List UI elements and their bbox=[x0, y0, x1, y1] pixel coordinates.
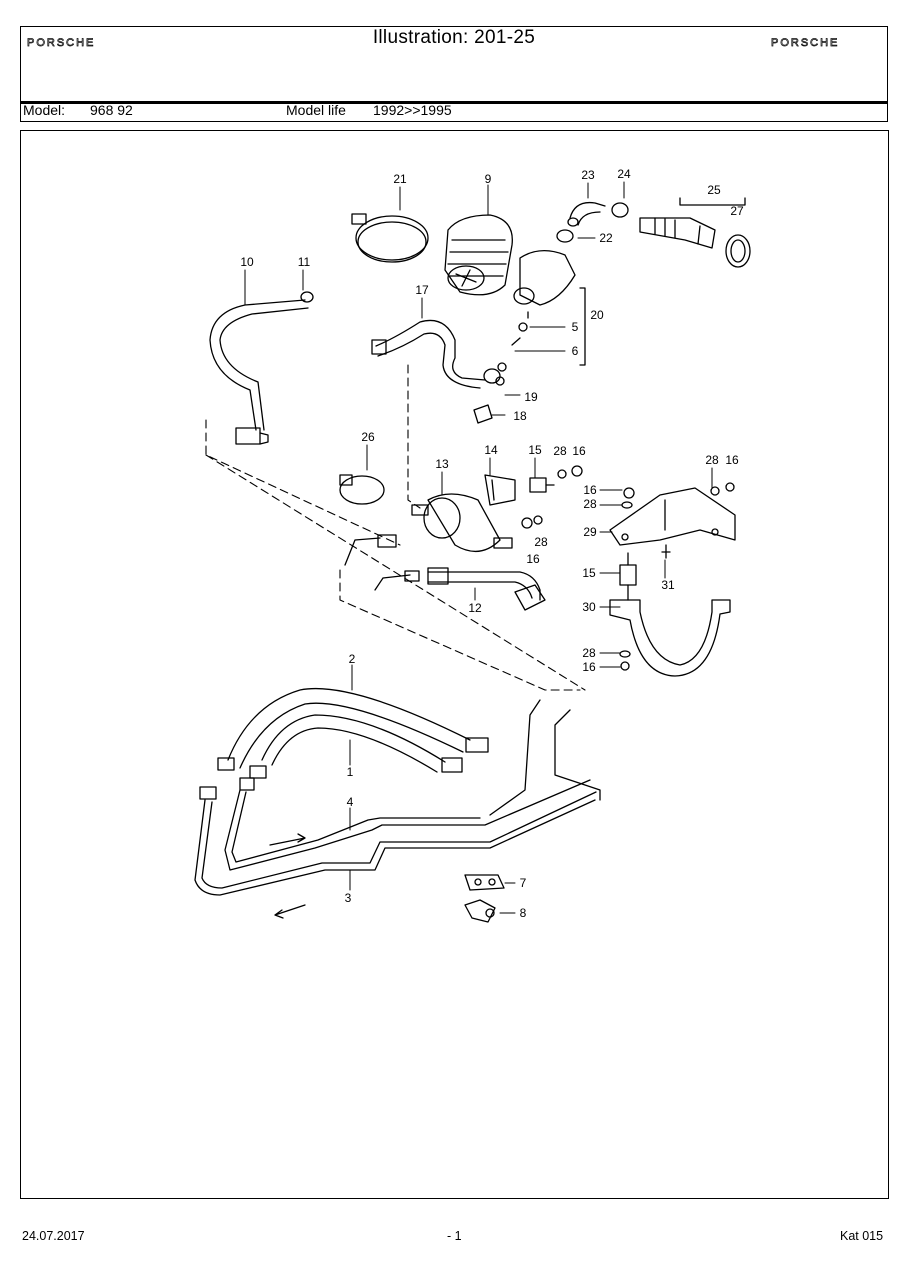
callout-24: 24 bbox=[617, 167, 631, 181]
callout-16-a: 16 bbox=[572, 444, 586, 458]
part-20-fuel-filter bbox=[511, 250, 576, 346]
callout-13: 13 bbox=[435, 457, 449, 471]
callout-16-e: 16 bbox=[582, 660, 596, 674]
callout-14: 14 bbox=[484, 443, 498, 457]
part-18-cap bbox=[473, 404, 493, 424]
part-11-clamp bbox=[300, 291, 314, 303]
callout-5: 5 bbox=[572, 320, 579, 334]
callout-numbers: 1 2 3 4 5 6 7 8 9 10 11 12 13 14 15 15 1… bbox=[240, 167, 744, 920]
callout-10: 10 bbox=[240, 255, 254, 269]
part-26-clamp bbox=[339, 474, 385, 505]
callout-2: 2 bbox=[349, 652, 356, 666]
part-15-mount bbox=[529, 477, 555, 493]
header-box: PORSCHE Illustration: 201-25 PORSCHE Mod… bbox=[20, 26, 888, 122]
callout-17: 17 bbox=[415, 283, 429, 297]
part-10-fuel-pipe bbox=[209, 299, 309, 445]
callout-30: 30 bbox=[582, 600, 596, 614]
callout-23: 23 bbox=[581, 168, 595, 182]
part-24-clamp bbox=[611, 202, 629, 218]
part-3-4-lines bbox=[194, 699, 601, 896]
callout-4: 4 bbox=[347, 795, 354, 809]
illustration-panel bbox=[20, 130, 889, 1199]
model-life-label: Model life bbox=[286, 102, 346, 118]
part-22-clamp bbox=[556, 229, 574, 243]
part-21-hose-clamp bbox=[351, 213, 429, 263]
callout-3: 3 bbox=[345, 891, 352, 905]
callout-21: 21 bbox=[393, 172, 407, 186]
callout-19: 19 bbox=[524, 390, 538, 404]
callout-15-upper: 15 bbox=[528, 443, 542, 457]
part-27-seal-ring bbox=[725, 234, 751, 268]
illustration-title: Illustration: 201-25 bbox=[372, 27, 536, 48]
part-1-hose bbox=[249, 714, 463, 779]
callout-22: 22 bbox=[599, 231, 613, 245]
part-12-fuel-line bbox=[344, 534, 546, 611]
callout-11: 11 bbox=[298, 255, 311, 269]
svg-text:PORSCHE: PORSCHE bbox=[771, 37, 839, 48]
part-14-bracket bbox=[484, 474, 516, 506]
callout-29: 29 bbox=[583, 525, 597, 539]
part-7-clip bbox=[464, 874, 505, 891]
callout-31: 31 bbox=[661, 578, 675, 592]
part-13-inline-filter bbox=[411, 493, 513, 552]
footer-date: 24.07.2017 bbox=[22, 1229, 85, 1243]
callout-9: 9 bbox=[485, 172, 492, 186]
callout-1: 1 bbox=[347, 765, 354, 779]
part-25-pump bbox=[639, 197, 746, 249]
callout-26: 26 bbox=[361, 430, 375, 444]
leader-lines bbox=[244, 181, 713, 914]
part-17-hose bbox=[371, 319, 507, 389]
callout-28-a: 28 bbox=[553, 444, 567, 458]
svg-text:PORSCHE: PORSCHE bbox=[27, 37, 95, 48]
callout-20: 20 bbox=[590, 308, 604, 322]
part-29-bracket bbox=[609, 487, 736, 546]
part-2-hose bbox=[217, 687, 489, 771]
model-life-value: 1992>>1995 bbox=[373, 102, 452, 118]
callout-18: 18 bbox=[513, 409, 527, 423]
model-value: 968 92 bbox=[90, 102, 133, 118]
callout-27: 27 bbox=[730, 204, 744, 218]
callout-28-e: 28 bbox=[582, 646, 596, 660]
callout-7: 7 bbox=[520, 876, 527, 890]
part-9-filter bbox=[444, 214, 513, 296]
exploded-parts-diagram: 1 2 3 4 5 6 7 8 9 10 11 12 13 14 15 15 1… bbox=[194, 167, 751, 923]
model-label: Model: bbox=[23, 102, 66, 118]
callout-6: 6 bbox=[572, 344, 579, 358]
header-rule bbox=[21, 101, 887, 104]
callout-8: 8 bbox=[520, 906, 527, 920]
callout-12: 12 bbox=[468, 601, 482, 615]
callout-25: 25 bbox=[707, 183, 721, 197]
callout-16-b: 16 bbox=[526, 552, 540, 566]
callout-16-c: 16 bbox=[583, 483, 597, 497]
part-15-mount-lower bbox=[619, 552, 637, 601]
porsche-logo-right: PORSCHE bbox=[771, 37, 839, 48]
footer-page: - 1 bbox=[447, 1229, 462, 1243]
footer-catalog: Kat 015 bbox=[840, 1229, 884, 1243]
part-30-strap bbox=[609, 599, 731, 677]
porsche-logo-left: PORSCHE bbox=[27, 37, 95, 48]
part-8-clip bbox=[464, 899, 496, 923]
callout-15-lower: 15 bbox=[582, 566, 596, 580]
callout-28-d: 28 bbox=[705, 453, 719, 467]
part-23-hose-elbow bbox=[567, 201, 606, 227]
callout-28-c: 28 bbox=[583, 497, 597, 511]
callout-16-d: 16 bbox=[725, 453, 739, 467]
callout-28-b: 28 bbox=[534, 535, 548, 549]
